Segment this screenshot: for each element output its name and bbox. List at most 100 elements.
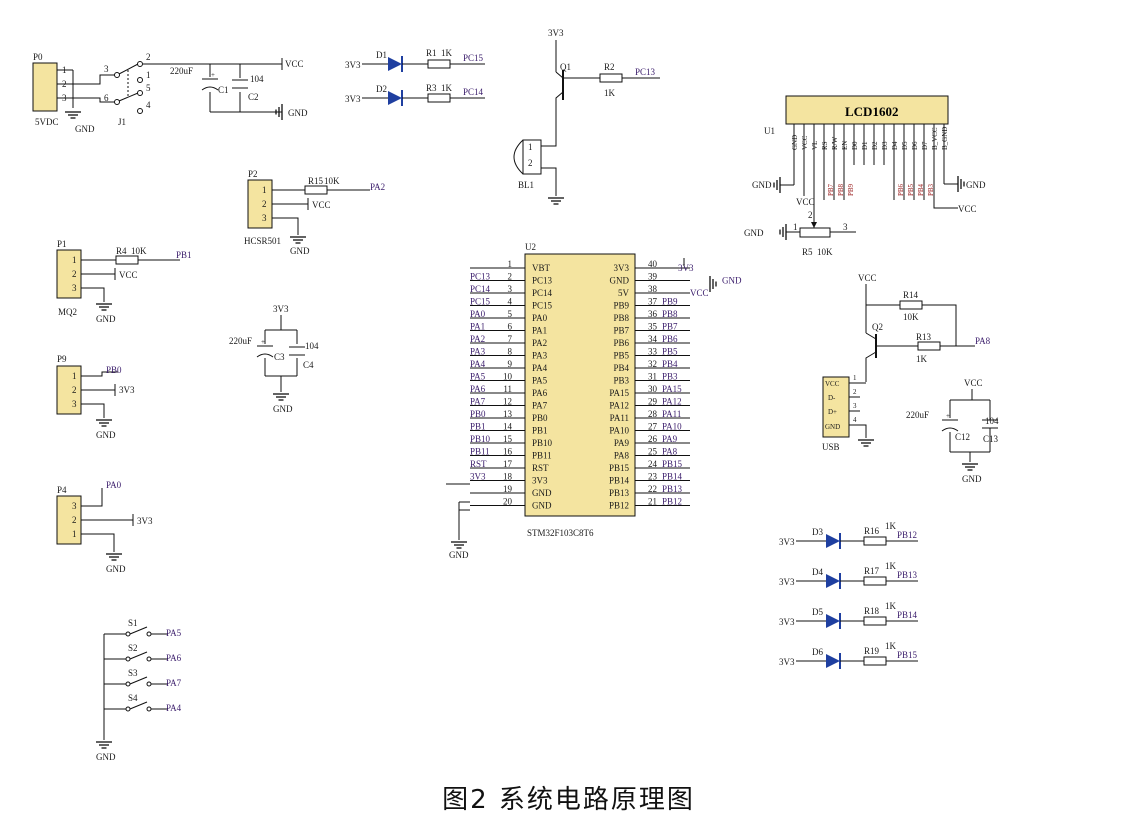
- p9-section: P9 1 2 3 PB0 3V3 GND: [56, 354, 135, 440]
- hcsr501-section: P2 1 2 3 R15 10K PA2 VCC GND HCSR501: [244, 169, 385, 256]
- lcd-net-pb9: PB9: [847, 183, 855, 196]
- mcu-right-pin-num: 26: [648, 434, 658, 444]
- lcd-pin-vcc: VCC: [801, 135, 809, 150]
- net-pb1-mq2: PB1: [176, 250, 192, 260]
- p1-pin2: 2: [72, 269, 77, 279]
- net-pa0-p4: PA0: [106, 480, 122, 490]
- vcc-label: VCC: [285, 59, 304, 69]
- led-resistor: [863, 576, 887, 586]
- gnd-left-label: GND: [75, 124, 95, 134]
- switch-ref: S2: [128, 643, 138, 653]
- mcu-left-pin-num: 1: [508, 259, 513, 269]
- mcu-left-net: PB11: [470, 447, 490, 457]
- bl1-ref: BL1: [518, 180, 534, 190]
- switch-contact: [125, 706, 131, 712]
- led-resistor-ref: R18: [864, 606, 880, 616]
- mcu-right-net: PB6: [662, 334, 678, 344]
- mcu-right-net: PA12: [662, 397, 682, 407]
- lcd-net-pb8: PB8: [837, 183, 845, 196]
- lcd-pin-d3: D3: [881, 141, 889, 150]
- p1-pin1: 1: [72, 255, 77, 265]
- led-resistor-value: 1K: [885, 641, 897, 651]
- mcu-left-pin-name: PA1: [532, 326, 547, 336]
- mcu-ref: U2: [525, 242, 536, 252]
- lcd-ref: U1: [764, 126, 775, 136]
- led-supply: 3V3: [779, 617, 795, 627]
- c1-value: 220uF: [170, 66, 193, 76]
- led-resistor-ref: R19: [864, 646, 880, 656]
- mcu-left-net: PA5: [470, 372, 486, 382]
- p2-ref: P2: [248, 169, 258, 179]
- d1-supply: 3V3: [345, 60, 361, 70]
- mcu-gnd-wire: [446, 483, 470, 511]
- mq2-name: MQ2: [58, 307, 77, 317]
- mcu-right-net: PB9: [662, 297, 678, 307]
- mcu-right-pin-num: 30: [648, 384, 658, 394]
- led-resistor-ref: R16: [864, 526, 880, 536]
- mcu-left-pin-name: PB10: [532, 438, 553, 448]
- mcu-left-net: RST: [470, 459, 487, 469]
- led-resistor-ref: R17: [864, 566, 880, 576]
- p2-pin3: 3: [262, 213, 267, 223]
- p2-pin2: 2: [262, 199, 267, 209]
- mcu-right-pin-num: 37: [648, 297, 658, 307]
- led-net: PB13: [897, 570, 918, 580]
- usb-num3: 3: [853, 402, 857, 410]
- mcu-left-pin-num: 4: [508, 297, 513, 307]
- p9-supply: 3V3: [119, 385, 135, 395]
- mcu-right-pin-name: PA15: [609, 388, 629, 398]
- mcu-right-pin-name: PA12: [609, 401, 629, 411]
- q1-ref: Q1: [560, 62, 571, 72]
- mcu-left-pin-num: 15: [503, 434, 513, 444]
- mcu-left-pin-name: PA4: [532, 363, 548, 373]
- mcu-right-pin-name: PB9: [613, 301, 629, 311]
- mcu-right-net: GND: [722, 276, 742, 286]
- q2-ref: Q2: [872, 322, 883, 332]
- net-pb0-p9: PB0: [106, 365, 122, 375]
- switch-contact: [125, 681, 131, 687]
- mcu-left-pin-num: 10: [503, 372, 513, 382]
- mcu-left-pin-num: 12: [503, 397, 512, 407]
- led-resistor: [863, 616, 887, 626]
- mcu-left-pin-name: PC13: [532, 276, 553, 286]
- mcu-right-pin-num: 32: [648, 359, 657, 369]
- power-supply-section: P0 5VDC 1 2 3 GND 3 2 1 6 5 4 J1 + 220uF…: [32, 52, 308, 134]
- switch-net: PA6: [166, 653, 182, 663]
- led-ref: D3: [812, 527, 823, 537]
- switch-contact: [146, 706, 152, 712]
- r15-ref: R15: [308, 176, 324, 186]
- r2-ref: R2: [604, 62, 615, 72]
- c3-value: 220uF: [229, 336, 252, 346]
- lcd-title: LCD1602: [845, 104, 898, 119]
- mcu-right-pin-name: PB13: [609, 488, 630, 498]
- usb-label: USB: [822, 442, 840, 452]
- pot-ref: R5: [802, 247, 813, 257]
- mcu-part: STM32F103C8T6: [527, 528, 594, 538]
- mcu-right-net: PB8: [662, 309, 678, 319]
- mcu-right-net: PB15: [662, 459, 683, 469]
- mcu-left-net: PA4: [470, 359, 486, 369]
- mcu-right-net: 3V3: [678, 263, 694, 273]
- lcd-pin-d5: D5: [901, 141, 909, 150]
- svg-text:+: +: [946, 412, 950, 420]
- mcu-left-net: PA2: [470, 334, 485, 344]
- bl1-pin1: 1: [528, 142, 533, 152]
- mcu-right-pin-name: PA10: [609, 426, 629, 436]
- mcu-right-net: PA15: [662, 384, 682, 394]
- j1-pin4: 4: [146, 100, 151, 110]
- c13-value: 104: [985, 416, 999, 426]
- r4-value: 10K: [131, 246, 147, 256]
- lcd-pin-bgnd: B_GND: [941, 127, 949, 150]
- mcu-right-pin-num: 38: [648, 284, 658, 294]
- lcd-pin-en: EN: [841, 141, 849, 150]
- led-net: PB14: [897, 610, 918, 620]
- mcu-right-net: PB7: [662, 322, 678, 332]
- mcu-left-pin-num: 3: [508, 284, 513, 294]
- lcd-pin-d0: D0: [851, 141, 859, 150]
- c3-ref: C3: [274, 352, 285, 362]
- c4-value: 104: [305, 341, 319, 351]
- dec-supply: 3V3: [273, 304, 289, 314]
- svg-text:+: +: [211, 71, 215, 79]
- net-pc13-buzzer: PC13: [635, 67, 656, 77]
